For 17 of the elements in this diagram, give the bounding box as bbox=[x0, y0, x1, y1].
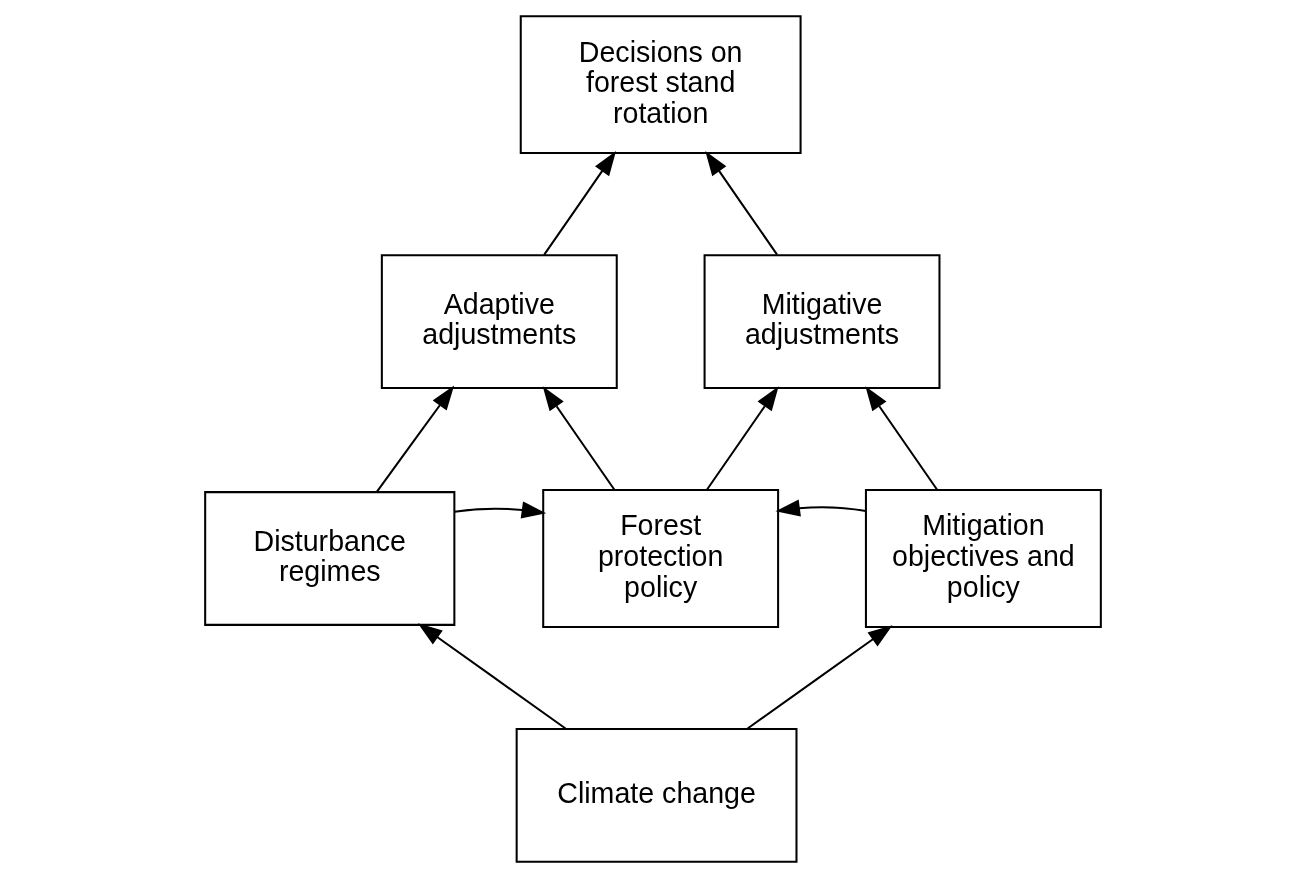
arrow bbox=[454, 501, 547, 519]
node-box: Disturbance regimes bbox=[204, 491, 456, 626]
arrow bbox=[543, 151, 617, 256]
arrow bbox=[706, 386, 779, 491]
node-box: Forest protection policy bbox=[542, 489, 780, 628]
node-box: Mitigation objectives and policy bbox=[864, 489, 1102, 628]
arrow bbox=[376, 385, 455, 493]
node-box: Mitigative adjustments bbox=[703, 254, 941, 389]
arrow bbox=[747, 625, 893, 730]
arrow bbox=[865, 386, 938, 491]
node-box: Climate change bbox=[515, 728, 798, 863]
arrow bbox=[775, 499, 866, 517]
arrow bbox=[705, 151, 778, 256]
node-box: Decisions on forest stand rotation bbox=[519, 15, 802, 155]
arrow bbox=[542, 386, 616, 491]
node-box: Adaptive adjustments bbox=[380, 254, 618, 389]
arrow bbox=[417, 623, 567, 730]
